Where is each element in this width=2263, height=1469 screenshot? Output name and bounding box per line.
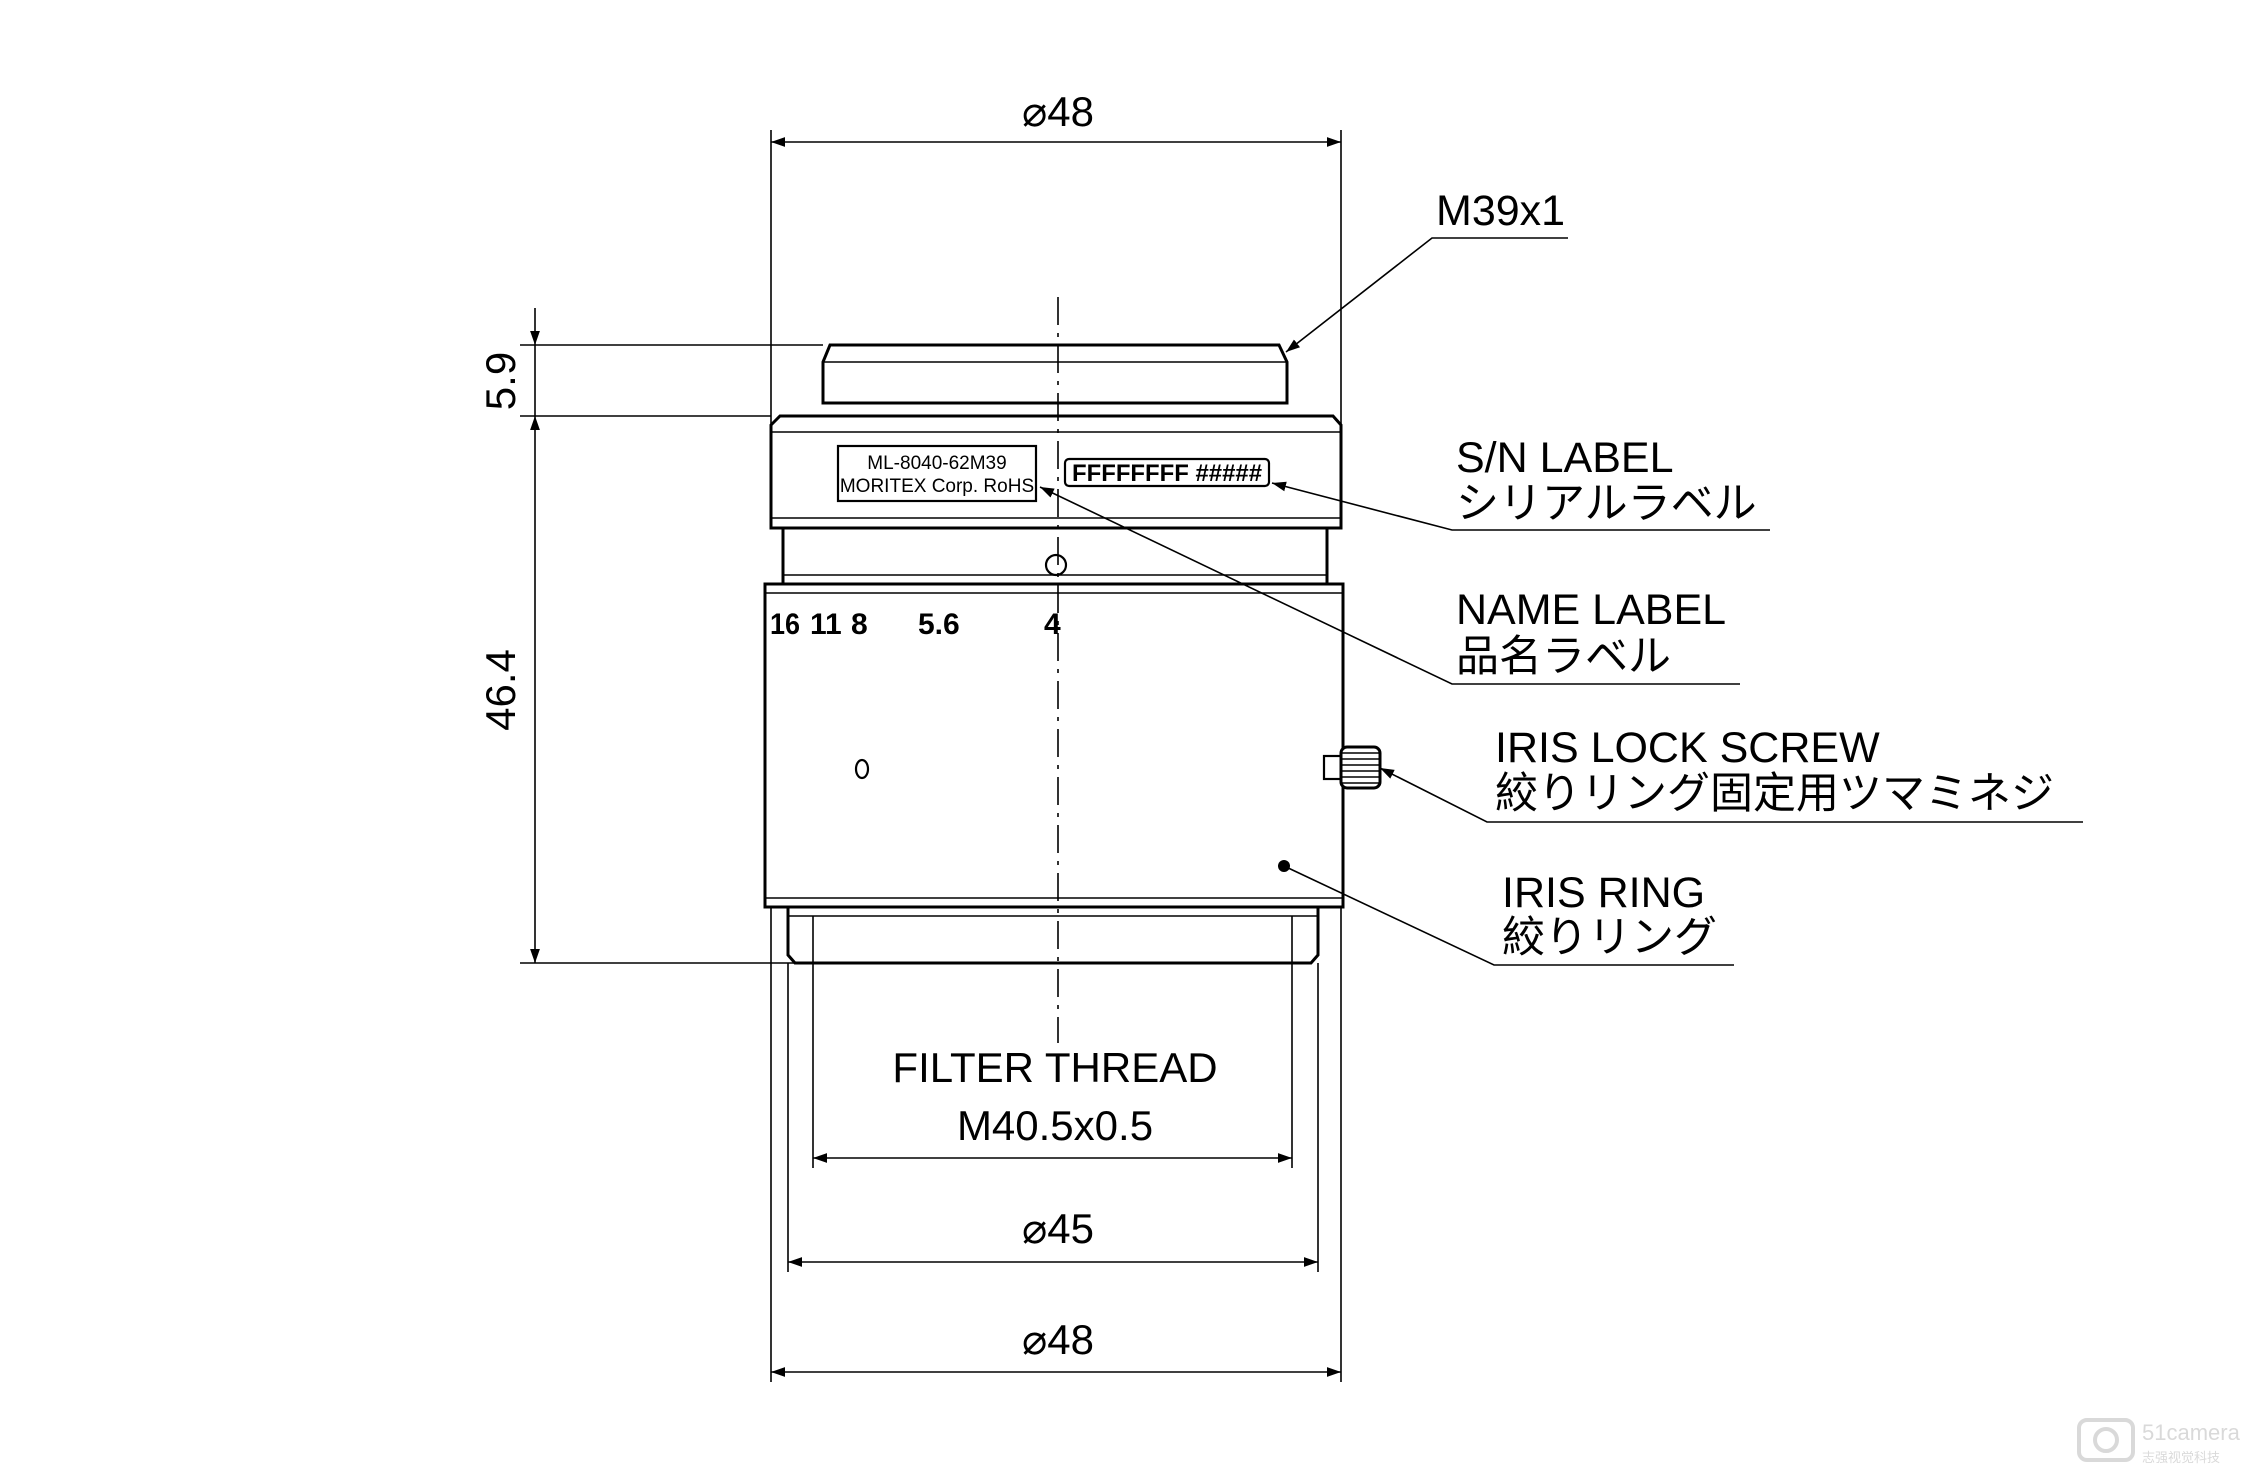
iris-scale-mark: 16 bbox=[770, 608, 800, 641]
iris-lock-screw bbox=[1322, 745, 1382, 790]
sn-label: FFFFFFFF ##### bbox=[1063, 457, 1271, 488]
iris-scale-mark: 4 bbox=[1044, 608, 1061, 641]
watermark-subtext: 志强视觉科技 bbox=[2142, 1450, 2220, 1465]
callout-iris-ring: IRIS RING 絞りリング bbox=[1283, 865, 1734, 966]
dim-body-length: 46.4 bbox=[477, 416, 795, 964]
callout-name-label-en: NAME LABEL bbox=[1456, 586, 1726, 634]
dim-filter-thread: FILTER THREAD M40.5x0.5 bbox=[812, 963, 1293, 1168]
dim-front-inner-diameter-text: ⌀45 bbox=[1022, 1205, 1094, 1252]
lens-body: ML-8040-62M39 MORITEX Corp. RoHS FFFFFFF… bbox=[763, 343, 1382, 965]
front-filter-section bbox=[786, 905, 1320, 965]
dim-front-inner-diameter: ⌀45 bbox=[787, 963, 1319, 1272]
aperture-index-mark bbox=[1044, 553, 1068, 577]
dim-front-outer-diameter: ⌀48 bbox=[770, 907, 1342, 1382]
callout-iris-lock-en: IRIS LOCK SCREW bbox=[1495, 724, 1880, 772]
name-label-maker: MORITEX Corp. RoHS bbox=[840, 476, 1034, 497]
iris-scale-mark: 5.6 bbox=[918, 608, 960, 641]
watermark-text: 51camera bbox=[2142, 1420, 2241, 1445]
name-label-model: ML-8040-62M39 bbox=[867, 453, 1006, 474]
callout-name-label-jp: 品名ラベル bbox=[1456, 633, 1671, 681]
dim-top-diameter-text: ⌀48 bbox=[1022, 88, 1094, 135]
callout-sn-label: S/N LABEL シリアルラベル bbox=[1271, 434, 1770, 531]
filter-thread-value: M40.5x0.5 bbox=[957, 1102, 1153, 1149]
mount-thread bbox=[821, 343, 1289, 405]
iris-scale-mark: 11 bbox=[810, 608, 842, 641]
iris-ring-body bbox=[763, 582, 1345, 909]
callout-iris-ring-jp: 絞りリング bbox=[1502, 914, 1717, 962]
watermark: 51camera 志强视觉科技 bbox=[2077, 1418, 2241, 1465]
callout-mount-thread-text: M39x1 bbox=[1436, 187, 1565, 235]
callout-iris-lock-screw: IRIS LOCK SCREW 絞りリング固定用ツマミネジ bbox=[1379, 724, 2083, 823]
iris-ring-hole bbox=[854, 758, 870, 780]
callout-mount-thread: M39x1 bbox=[1285, 187, 1568, 353]
callout-name-label: NAME LABEL 品名ラベル bbox=[1039, 486, 1740, 685]
name-label: ML-8040-62M39 MORITEX Corp. RoHS bbox=[836, 444, 1038, 503]
dim-top-diameter: ⌀48 bbox=[770, 88, 1342, 425]
iris-scale-mark: 8 bbox=[851, 608, 868, 641]
dim-mount-height: 5.9 bbox=[477, 308, 823, 417]
callout-iris-ring-en: IRIS RING bbox=[1502, 869, 1705, 917]
callout-sn-label-jp: シリアルラベル bbox=[1456, 480, 1757, 528]
filter-thread-title: FILTER THREAD bbox=[892, 1044, 1217, 1091]
dim-mount-height-text: 5.9 bbox=[477, 352, 524, 410]
dim-body-length-text: 46.4 bbox=[477, 649, 524, 731]
dim-front-outer-diameter-text: ⌀48 bbox=[1022, 1316, 1094, 1363]
callout-iris-lock-jp: 絞りリング固定用ツマミネジ bbox=[1495, 770, 2054, 818]
sn-label-text: FFFFFFFF ##### bbox=[1072, 460, 1262, 487]
iris-scale: 16 11 8 5.6 4 bbox=[770, 608, 1061, 641]
watermark-logo-icon bbox=[2077, 1418, 2135, 1462]
callout-sn-label-en: S/N LABEL bbox=[1456, 434, 1674, 482]
